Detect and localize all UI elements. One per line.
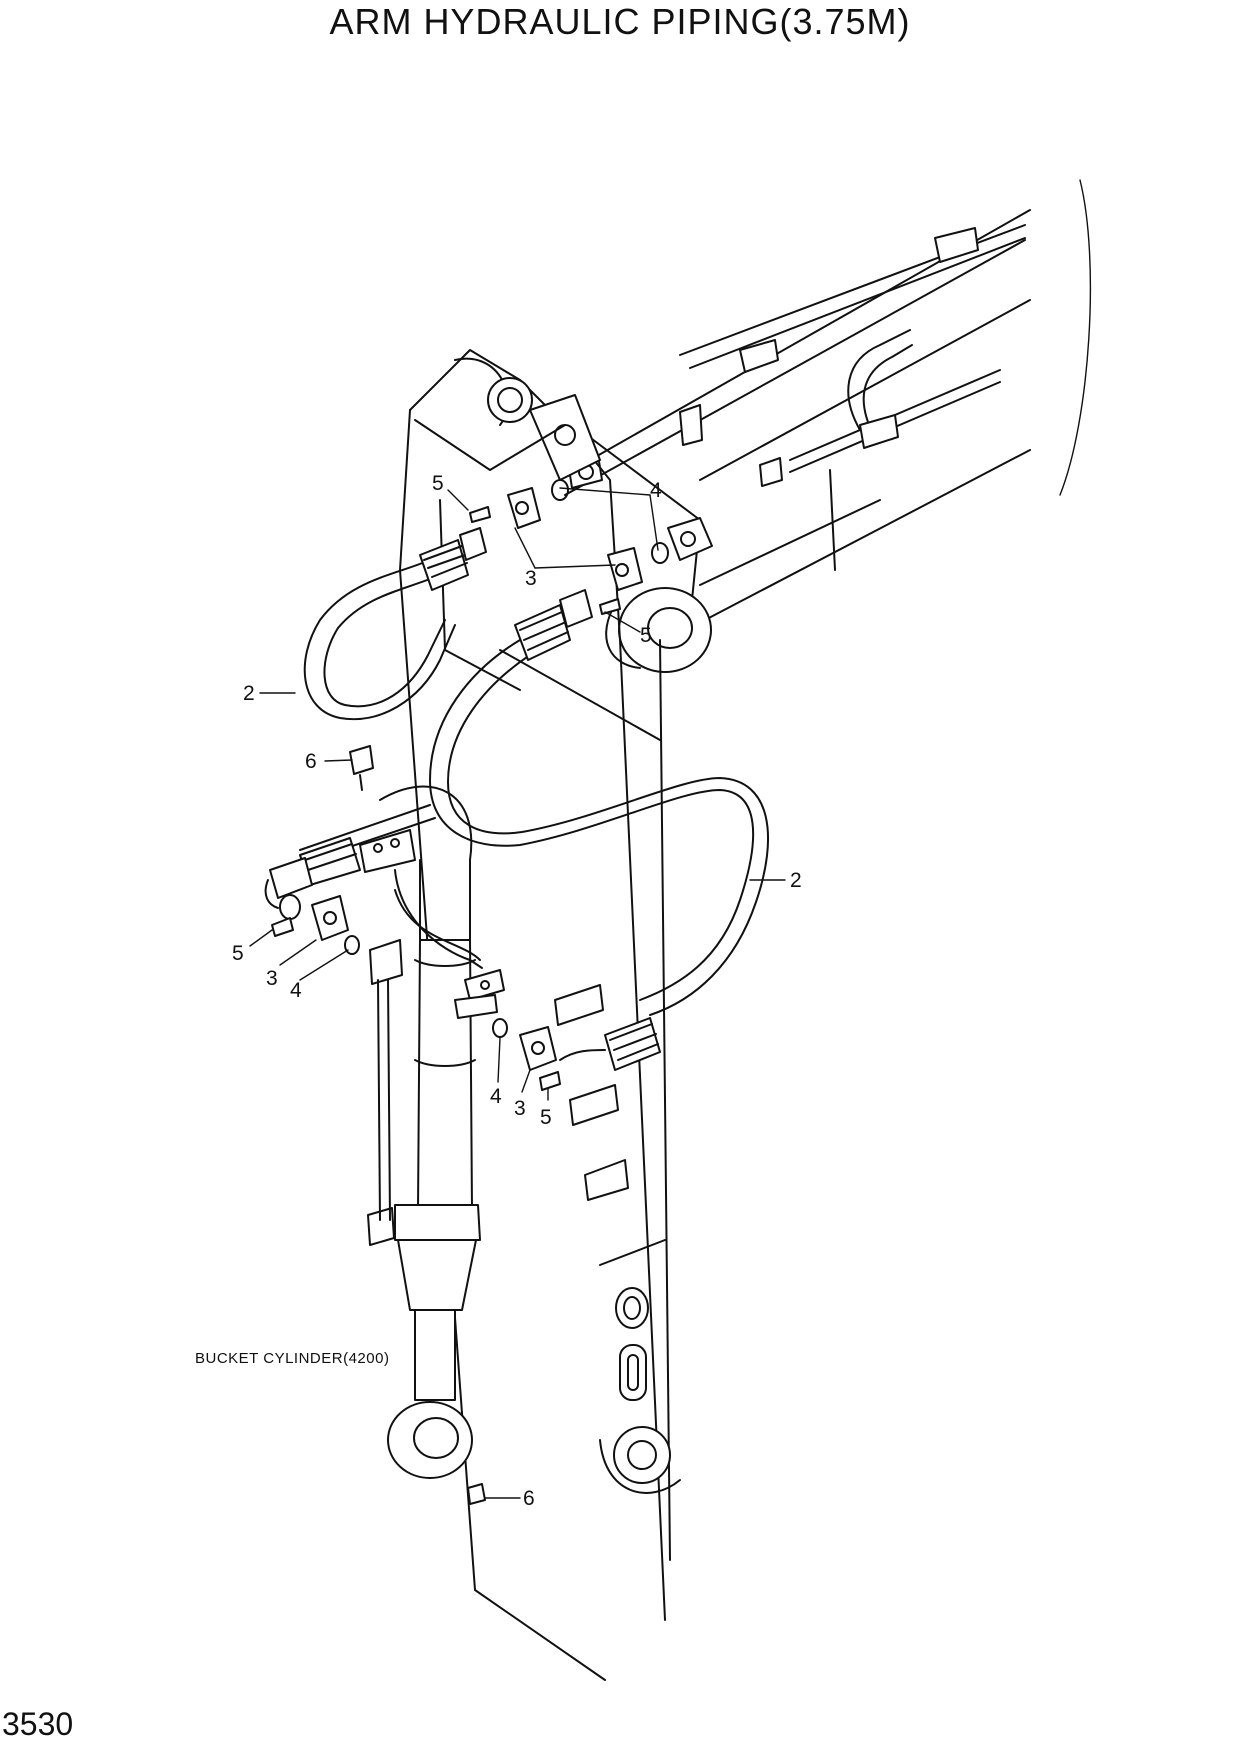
callout-5-top: 5 (432, 472, 444, 495)
callout-5-left: 5 (232, 942, 244, 965)
callout-4-left: 4 (290, 979, 302, 1002)
page-title: ARM HYDRAULIC PIPING(3.75M) (329, 1, 911, 42)
callout-5-mid: 5 (640, 624, 652, 647)
callout-3-left: 3 (266, 967, 278, 990)
callout-5-low: 5 (540, 1106, 552, 1129)
callout-3-low: 3 (514, 1097, 526, 1120)
boom-structure (564, 179, 1092, 673)
leader-lines (249, 487, 786, 1499)
callout-3-top: 3 (525, 567, 537, 590)
callout-4-low: 4 (490, 1085, 502, 1108)
bucket-cylinder-label: BUCKET CYLINDER(4200) (195, 1350, 389, 1367)
hose-assemblies (264, 527, 770, 1071)
callout-2-left: 2 (243, 682, 255, 705)
page-number: 3530 (2, 1706, 74, 1742)
fittings (271, 479, 669, 1091)
callout-2-right: 2 (790, 869, 802, 892)
callout-4-top: 4 (650, 479, 662, 502)
callout-6-bottom: 6 (523, 1487, 535, 1510)
callout-numbers: 5 4 3 5 2 6 2 5 3 4 4 3 5 6 BUCKET CYLIN… (195, 472, 802, 1510)
callout-6-mid: 6 (305, 750, 317, 773)
bucket-cylinder (359, 785, 505, 1505)
